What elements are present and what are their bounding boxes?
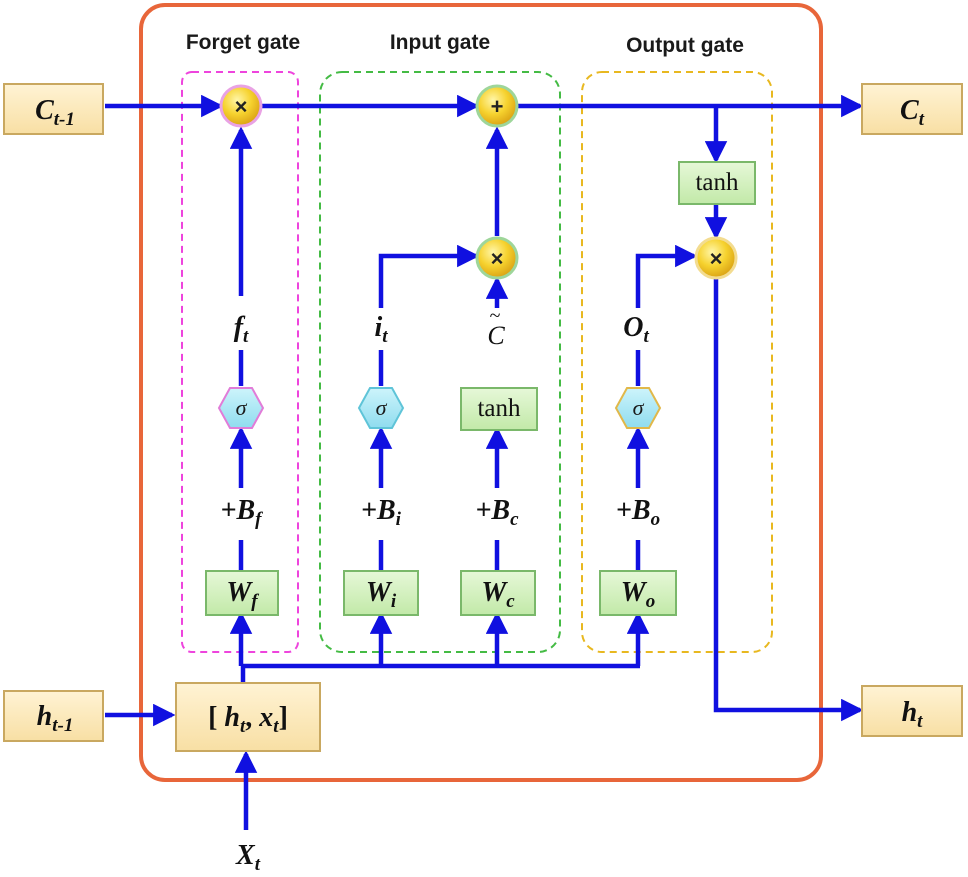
output-multiply-symbol: ×	[710, 246, 723, 271]
input-multiply-symbol: ×	[491, 246, 504, 271]
wc-main: W	[481, 577, 508, 608]
bias-i-main: +B	[361, 495, 396, 526]
sigma-activation-o: σ	[614, 387, 662, 429]
concat-open: [	[208, 702, 224, 733]
it-main: i	[374, 312, 382, 343]
svg-text:Wi: Wi	[366, 577, 397, 612]
lstm-cell-border	[139, 3, 823, 782]
bias-f-main: +B	[221, 495, 256, 526]
weight-box-o: Wo	[599, 570, 677, 616]
input-gate-value: it	[374, 312, 388, 347]
arrow-output-multiply-to-ht	[713, 278, 864, 722]
arrow-ot-to-output-multiply	[635, 244, 698, 308]
h-prev-main: h	[37, 701, 53, 732]
sigma-f-symbol: σ	[236, 395, 248, 420]
sigma-o-symbol: σ	[633, 395, 645, 420]
wo-main: W	[621, 577, 648, 608]
tanh-activation-cell: tanh	[678, 161, 756, 205]
output-multiply-operator: ×	[694, 236, 738, 280]
x-input-main: X	[235, 840, 256, 871]
candidate-cell-accent: ~	[490, 305, 501, 327]
weight-box-i: Wi	[343, 570, 419, 616]
tanh-c-label: tanh	[477, 395, 521, 422]
input-multiply-operator: ×	[475, 236, 519, 280]
ft-sub: t	[243, 326, 249, 347]
input-gate-region	[319, 71, 561, 653]
h-out-sub: t	[917, 711, 923, 732]
bias-o-sub: o	[651, 509, 661, 530]
forget-multiply-symbol: ×	[235, 94, 248, 119]
h-out-main: h	[902, 697, 918, 728]
c-out-box: Ct	[861, 83, 963, 135]
ft-main: f	[234, 312, 246, 343]
svg-text:ht: ht	[902, 697, 924, 732]
bias-c-sub: c	[510, 509, 519, 530]
ot-sub: t	[643, 326, 649, 347]
wo-sub: o	[646, 591, 656, 612]
svg-text:ht-1: ht-1	[37, 701, 74, 736]
bias-i-sub: i	[396, 509, 402, 530]
svg-text:Ct-1: Ct-1	[35, 95, 75, 130]
forget-multiply-operator: ×	[219, 84, 263, 128]
bias-c-main: +B	[475, 495, 510, 526]
wi-main: W	[366, 577, 393, 608]
wi-sub: i	[391, 591, 397, 612]
concat-comma: ,	[245, 702, 259, 733]
cell-add-symbol: +	[491, 94, 504, 119]
bias-c: +Bc	[475, 495, 519, 530]
input-gate-title: Input gate	[390, 31, 490, 54]
svg-text:Ct: Ct	[900, 95, 925, 130]
c-prev-sub: t-1	[54, 109, 75, 130]
x-input-sub: t	[255, 854, 261, 875]
bias-f-sub: f	[255, 509, 263, 530]
concat-box: [ ht, xt]	[175, 682, 321, 752]
c-prev-main: C	[35, 95, 54, 126]
concat-x-sub: t	[273, 716, 279, 737]
bias-o: +Bo	[616, 495, 660, 530]
svg-text:Wf: Wf	[226, 577, 259, 612]
cell-add-operator: +	[475, 84, 519, 128]
arrow-it-to-input-multiply	[378, 244, 480, 308]
output-gate-region	[581, 71, 773, 653]
h-out-box: ht	[861, 685, 963, 737]
forget-gate-title: Forget gate	[186, 31, 300, 54]
concat-x-main: x	[258, 702, 273, 733]
candidate-cell-value: C	[487, 321, 505, 350]
sigma-i-symbol: σ	[376, 395, 388, 420]
c-out-sub: t	[919, 109, 925, 130]
bias-o-main: +B	[616, 495, 651, 526]
tanh-cell-label: tanh	[695, 169, 739, 196]
output-gate-value: Ot	[623, 312, 649, 347]
concat-h-sub: t	[240, 716, 246, 737]
weight-box-f: Wf	[205, 570, 279, 616]
c-out-main: C	[900, 95, 919, 126]
c-prev-box: Ct-1	[3, 83, 104, 135]
svg-text:Wo: Wo	[621, 577, 655, 612]
output-gate-title: Output gate	[626, 34, 744, 57]
ot-main: O	[623, 312, 643, 343]
weight-box-c: Wc	[460, 570, 536, 616]
bias-f: +Bf	[221, 495, 264, 530]
concat-h-main: h	[224, 702, 240, 733]
forget-gate-value: ft	[234, 312, 249, 347]
sigma-activation-f: σ	[217, 387, 265, 429]
connection-arrows	[105, 94, 864, 830]
wc-sub: c	[506, 591, 515, 612]
tanh-activation-c: tanh	[460, 387, 538, 431]
bias-i: +Bi	[361, 495, 402, 530]
concat-close: ]	[279, 702, 288, 733]
h-prev-box: ht-1	[3, 690, 104, 742]
it-sub: t	[382, 326, 388, 347]
x-input-label: Xt	[235, 840, 261, 875]
svg-text:[ ht, xt]: [ ht, xt]	[208, 702, 288, 737]
wf-sub: f	[251, 591, 259, 612]
sigma-activation-i: σ	[357, 387, 405, 429]
wf-main: W	[226, 577, 253, 608]
svg-text:Wc: Wc	[481, 577, 515, 612]
h-prev-sub: t-1	[52, 715, 73, 736]
